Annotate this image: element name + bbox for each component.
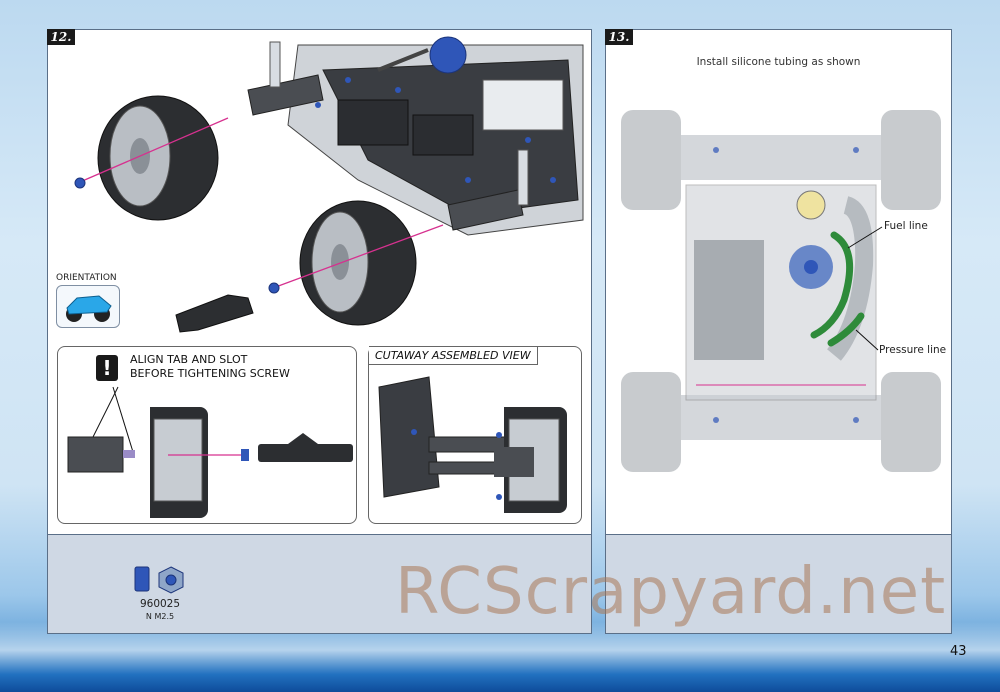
page-number: 43 bbox=[950, 644, 967, 659]
step-12-number: 12. bbox=[47, 29, 75, 45]
rear-wheel-exploded-illustration bbox=[74, 36, 584, 333]
cutaway-label: CUTAWAY ASSEMBLED VIEW bbox=[369, 346, 538, 365]
watermark: RCScrapyard.net bbox=[395, 555, 947, 629]
cutaway-assembled-view-inset: CUTAWAY ASSEMBLED VIEW bbox=[368, 346, 582, 524]
step-13-caption: Install silicone tubing as shown bbox=[696, 56, 861, 68]
step-12-parts-footer bbox=[48, 534, 591, 633]
orientation-truck-thumbnail bbox=[56, 285, 120, 328]
hub-and-wheel-detail bbox=[67, 386, 353, 518]
warning-line-2: BEFORE TIGHTENING SCREW bbox=[130, 367, 290, 380]
truck-icon bbox=[66, 295, 112, 322]
orientation-label: ORIENTATION bbox=[56, 273, 117, 283]
step-13-number: 13. bbox=[605, 29, 633, 45]
fuel-line-callout: Fuel line bbox=[884, 220, 928, 232]
align-tab-slot-inset: ! ALIGN TAB AND SLOT BEFORE TIGHTENING S… bbox=[57, 346, 357, 524]
pressure-line-callout: Pressure line bbox=[879, 344, 947, 356]
step-12-panel: 12. ORIENTATION bbox=[47, 29, 592, 634]
warning-line-1: ALIGN TAB AND SLOT bbox=[130, 353, 248, 366]
step-13-panel: 13. Install silicone tubing as shown Fue… bbox=[605, 29, 952, 634]
chassis-top-view-illustration bbox=[621, 110, 941, 472]
cutaway-assembly-illustration bbox=[378, 376, 567, 513]
part-number: 960025 bbox=[139, 598, 181, 610]
step-13-parts-footer bbox=[606, 534, 951, 633]
warning-text: ALIGN TAB AND SLOT BEFORE TIGHTENING SCR… bbox=[130, 353, 290, 381]
part-size: N M2.5 bbox=[145, 612, 175, 621]
warning-icon: ! bbox=[96, 355, 118, 381]
nut-icon bbox=[134, 566, 184, 594]
